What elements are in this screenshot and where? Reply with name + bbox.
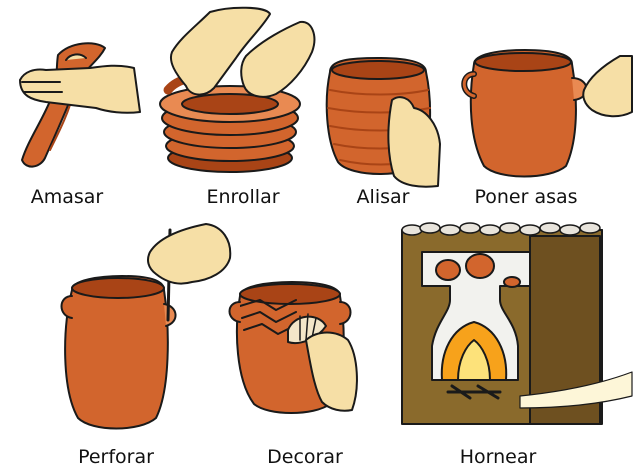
kiln-illustration <box>401 222 633 425</box>
step-label-hornear: Hornear <box>459 446 537 468</box>
hand-icon <box>170 6 271 96</box>
piercing-illustration <box>60 223 232 430</box>
hand-icon <box>147 223 232 285</box>
step-label-amasar: Amasar <box>30 186 104 208</box>
kneading-illustration <box>19 42 141 168</box>
hand-icon <box>582 55 633 118</box>
hand-icon <box>19 64 141 114</box>
step-label-perforar: Perforar <box>78 446 154 468</box>
handles-illustration <box>461 49 633 178</box>
step-label-enrollar: Enrollar <box>206 186 280 208</box>
step-label-poner-asas: Poner asas <box>474 186 578 208</box>
step-label-decorar: Decorar <box>267 446 343 468</box>
hand-icon <box>387 96 441 188</box>
hand-icon <box>305 331 358 412</box>
pot-icon <box>435 253 521 288</box>
hand-icon <box>240 20 316 98</box>
decorating-illustration <box>228 281 358 414</box>
step-label-alisar: Alisar <box>356 186 410 208</box>
coiling-illustration <box>159 6 316 173</box>
smoothing-illustration <box>325 57 441 188</box>
